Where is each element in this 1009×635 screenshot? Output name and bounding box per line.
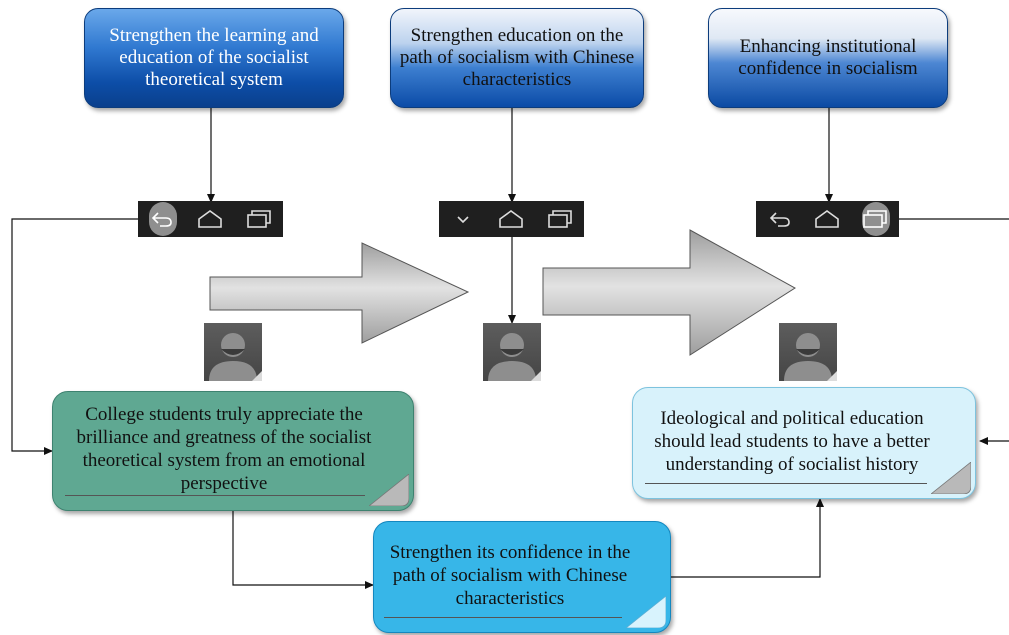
back-button[interactable] bbox=[145, 201, 179, 237]
back-button[interactable] bbox=[763, 201, 797, 237]
page-curl-icon bbox=[369, 474, 409, 506]
note-lightblue-text: Ideological and political education shou… bbox=[654, 407, 930, 475]
home-icon bbox=[815, 210, 840, 228]
home-icon bbox=[198, 210, 223, 228]
note-cyan-path-confidence: Strengthen its confidence in the path of… bbox=[373, 521, 671, 633]
avatar-icon bbox=[209, 333, 262, 381]
top-box-2-text: Strengthen education on the path of soci… bbox=[399, 25, 635, 90]
avatar-icon bbox=[488, 333, 541, 381]
recents-button[interactable] bbox=[543, 201, 577, 237]
chevron-down-icon bbox=[457, 216, 469, 224]
recents-icon bbox=[863, 210, 887, 228]
note-cyan-text: Strengthen its confidence in the path of… bbox=[389, 541, 631, 609]
note-green-text: College students truly appreciate the br… bbox=[76, 404, 372, 494]
avatar-2 bbox=[483, 323, 541, 381]
nav-bar-1 bbox=[138, 201, 283, 237]
top-box-theoretical-system: Strengthen the learning and education of… bbox=[84, 8, 344, 108]
note-lightblue-socialist-history: Ideological and political education shou… bbox=[632, 387, 976, 499]
recents-icon bbox=[247, 210, 271, 228]
note-cyan-underline bbox=[384, 617, 622, 618]
note-lightblue-underline bbox=[645, 483, 927, 484]
nav-bar-2 bbox=[439, 201, 584, 237]
home-button[interactable] bbox=[193, 201, 227, 237]
note-green-emotional-perspective: College students truly appreciate the br… bbox=[52, 391, 414, 511]
collapse-button[interactable] bbox=[446, 201, 480, 237]
recents-icon bbox=[548, 210, 572, 228]
connector-green-cyan bbox=[232, 511, 374, 589]
home-icon bbox=[499, 210, 524, 228]
avatar-1 bbox=[204, 323, 262, 381]
home-button[interactable] bbox=[810, 201, 844, 237]
recents-button[interactable] bbox=[858, 201, 892, 237]
big-right-arrow-2 bbox=[542, 229, 796, 356]
top-box-path-education: Strengthen education on the path of soci… bbox=[390, 8, 644, 108]
page-curl-icon bbox=[626, 596, 666, 628]
page-curl-icon bbox=[931, 462, 971, 494]
home-button[interactable] bbox=[494, 201, 528, 237]
recents-button[interactable] bbox=[242, 201, 276, 237]
nav-bar-3 bbox=[756, 201, 899, 237]
top-box-3-text: Enhancing institutional confidence in so… bbox=[738, 36, 918, 79]
top-box-1-text: Strengthen the learning and education of… bbox=[109, 25, 319, 90]
top-box-institutional-confidence: Enhancing institutional confidence in so… bbox=[708, 8, 948, 108]
connector-cyan-lightblue bbox=[671, 498, 824, 578]
back-icon bbox=[152, 212, 172, 227]
avatar-3 bbox=[779, 323, 837, 381]
big-right-arrow-1 bbox=[209, 242, 470, 344]
avatar-icon bbox=[784, 333, 837, 381]
back-icon bbox=[769, 212, 790, 227]
connector-left-loop bbox=[11, 218, 138, 455]
note-green-underline bbox=[65, 495, 365, 496]
